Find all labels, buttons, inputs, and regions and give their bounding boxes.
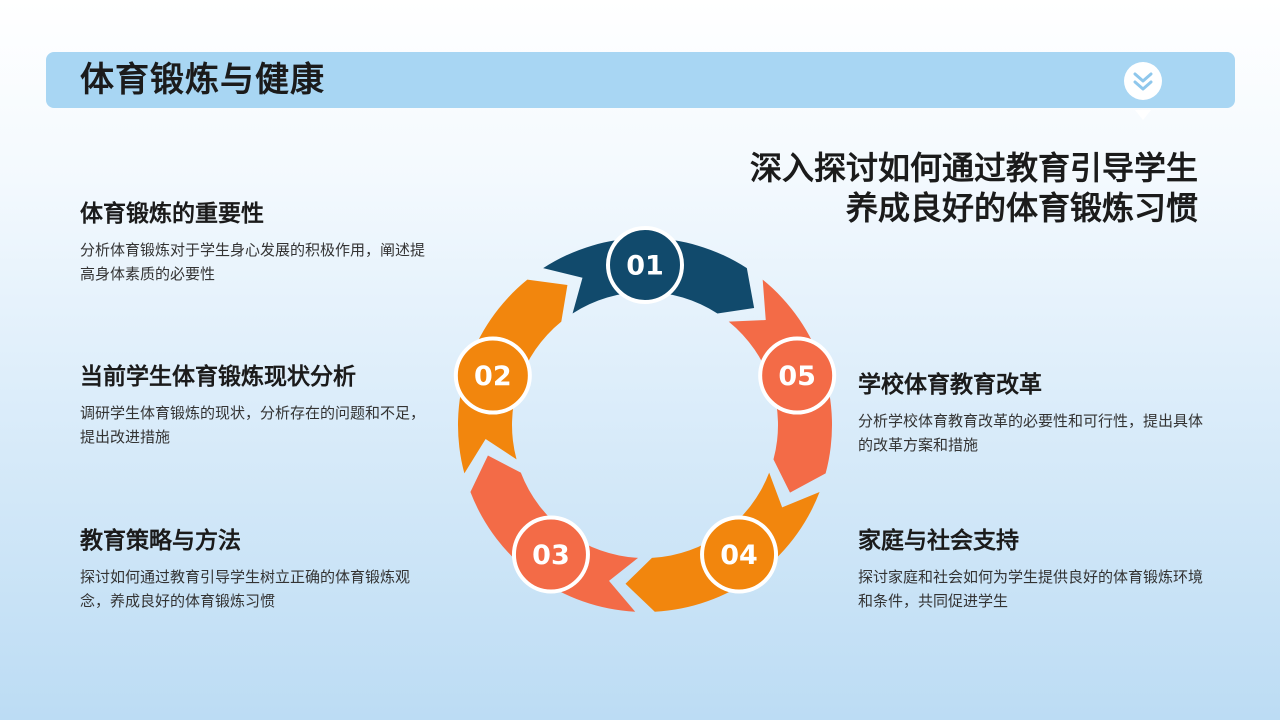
section-title: 当前学生体育锻炼现状分析 — [80, 364, 356, 390]
headline-line-2: 养成良好的体育锻炼习惯 — [845, 189, 1198, 227]
step-circle — [758, 336, 837, 415]
section-family-society: 家庭与社会支持 探讨家庭和社会如何为学生提供良好的体育锻炼环境和条件，共同促进学… — [858, 521, 1208, 613]
step-badge-04: 04 — [700, 515, 779, 594]
section-title: 体育锻炼的重要性 — [80, 201, 264, 227]
step-circle — [606, 226, 684, 304]
step-number: 03 — [532, 540, 570, 571]
headline: 深入探讨如何通过教育引导学生 养成良好的体育锻炼习惯 — [750, 148, 1198, 228]
section-importance: 体育锻炼的重要性 分析体育锻炼对于学生身心发展的积极作用，阐述提高身体素质的必要… — [80, 194, 430, 286]
section-title: 家庭与社会支持 — [858, 528, 1019, 554]
step-circle — [453, 336, 532, 415]
step-number: 04 — [720, 540, 758, 571]
section-status-analysis: 当前学生体育锻炼现状分析 调研学生体育锻炼的现状，分析存在的问题和不足，提出改进… — [80, 357, 430, 449]
section-desc: 分析体育锻炼对于学生身心发展的积极作用，阐述提高身体素质的必要性 — [80, 241, 426, 283]
step-number: 02 — [474, 361, 512, 392]
step-number: 01 — [626, 251, 664, 282]
section-desc: 调研学生体育锻炼的现状，分析存在的问题和不足，提出改进措施 — [80, 404, 426, 446]
section-title: 学校体育教育改革 — [858, 372, 1042, 398]
step-circle — [700, 515, 779, 594]
headline-line-1: 深入探讨如何通过教育引导学生 — [749, 149, 1198, 187]
section-desc: 探讨如何通过教育引导学生树立正确的体育锻炼观念，养成良好的体育锻炼习惯 — [80, 568, 411, 610]
step-badge-01: 01 — [606, 226, 684, 304]
step-number: 05 — [778, 361, 816, 392]
section-desc: 探讨家庭和社会如何为学生提供良好的体育锻炼环境和条件，共同促进学生 — [858, 568, 1204, 610]
chevrons-down-icon — [1124, 62, 1162, 120]
step-circle — [511, 515, 590, 594]
section-desc: 分析学校体育教育改革的必要性和可行性，提出具体的改革方案和措施 — [858, 412, 1204, 454]
step-badge-05: 05 — [758, 336, 837, 415]
step-badge-03: 03 — [511, 515, 590, 594]
page-title: 体育锻炼与健康 — [80, 60, 325, 100]
step-badge-02: 02 — [453, 336, 532, 415]
section-strategy: 教育策略与方法 探讨如何通过教育引导学生树立正确的体育锻炼观念，养成良好的体育锻… — [80, 521, 430, 613]
section-title: 教育策略与方法 — [80, 528, 241, 554]
section-school-reform: 学校体育教育改革 分析学校体育教育改革的必要性和可行性，提出具体的改革方案和措施 — [858, 365, 1208, 457]
title-bar: 体育锻炼与健康 — [46, 52, 1235, 108]
